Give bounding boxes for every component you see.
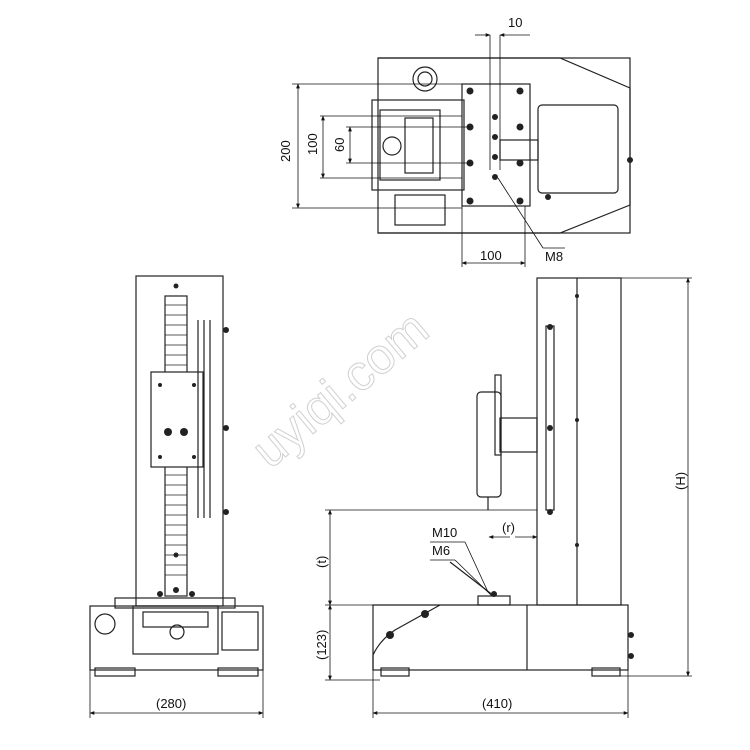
dim-60-label: 60	[332, 138, 347, 152]
dim-r-label: (r)	[502, 520, 515, 535]
dim-t-label: (t)	[314, 556, 329, 568]
side-gauge	[476, 391, 502, 498]
front-display	[142, 611, 209, 628]
top-view-knob	[382, 136, 402, 156]
side-slot	[545, 325, 555, 511]
dim-200-label: 200	[278, 140, 293, 162]
side-fixture	[477, 595, 511, 606]
front-holes	[157, 283, 229, 597]
top-view-panel	[371, 99, 465, 191]
front-dial-icon	[94, 613, 116, 635]
top-view-motor	[537, 104, 619, 194]
side-dimensions	[325, 277, 692, 718]
top-view-holes	[466, 87, 633, 205]
front-dimensions	[89, 670, 264, 718]
side-holes	[386, 294, 634, 659]
top-view-plate	[461, 83, 531, 207]
top-view-inner-panel	[379, 109, 441, 181]
top-view-dimensions	[292, 33, 565, 267]
top-view-body	[378, 57, 631, 234]
front-rack-teeth	[165, 304, 187, 576]
top-view-dial-icon	[412, 66, 438, 92]
m8-label: M8	[545, 249, 563, 264]
side-base	[372, 604, 629, 671]
dim-h-label: (H)	[673, 472, 688, 490]
m6-label: M6	[432, 543, 450, 558]
dim-123-label: (123)	[314, 630, 329, 660]
m10-label: M10	[432, 525, 457, 540]
dim-280-label: (280)	[156, 696, 186, 711]
front-carriage-plate	[150, 371, 204, 468]
front-side-panel	[221, 611, 259, 651]
dim-410-label: (410)	[482, 696, 512, 711]
dim-100-vertical-label: 100	[305, 133, 320, 155]
dim-100-horizontal-label: 100	[480, 248, 502, 263]
dim-10-label: 10	[508, 15, 522, 30]
side-arm	[499, 417, 538, 453]
front-knob	[169, 624, 185, 640]
top-view-display	[394, 194, 446, 226]
front-view	[89, 275, 264, 677]
top-view-window	[404, 117, 434, 174]
front-control-panel	[132, 605, 219, 655]
front-base	[89, 605, 264, 671]
side-base-slope	[372, 604, 441, 670]
top-view	[371, 57, 631, 234]
watermark: uyiqi.com	[241, 300, 439, 479]
